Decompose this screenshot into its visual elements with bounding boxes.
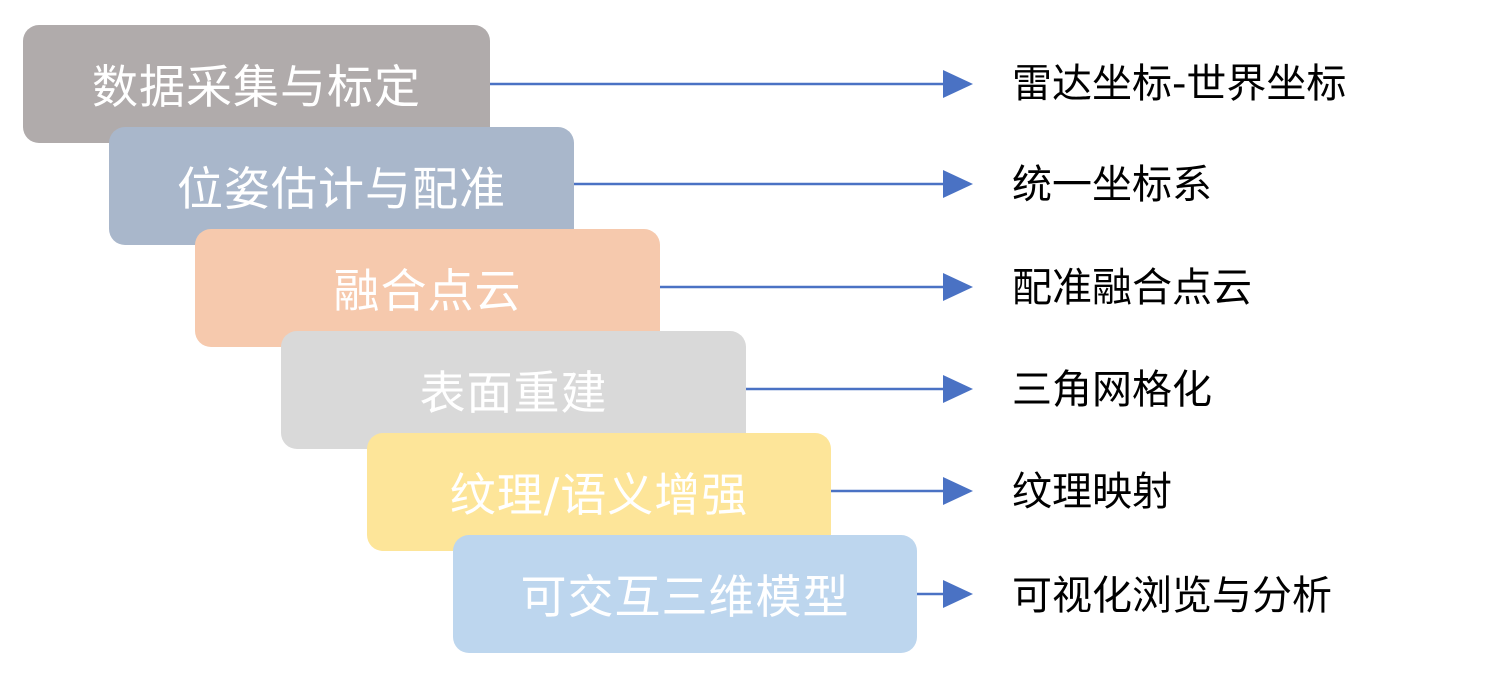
arrowhead	[943, 273, 973, 301]
output-label-unified-frame: 统一坐标系	[1012, 162, 1212, 208]
step-label: 可交互三维模型	[520, 570, 850, 624]
step-box-pose-registration: 位姿估计与配准	[109, 127, 574, 245]
step-box-interactive-model: 可交互三维模型	[453, 535, 917, 653]
step-box-data-collection: 数据采集与标定	[23, 25, 490, 143]
step-label: 位姿估计与配准	[177, 162, 506, 216]
step-label: 融合点云	[333, 264, 522, 318]
arrowhead	[943, 70, 973, 98]
output-label-coordinates: 雷达坐标-世界坐标	[1012, 61, 1347, 107]
arrowhead	[943, 477, 973, 505]
arrowhead	[943, 170, 973, 198]
step-box-texture-semantic: 纹理/语义增强	[367, 433, 831, 551]
output-label-visualization: 可视化浏览与分析	[1012, 573, 1332, 619]
output-label-texture-mapping: 纹理映射	[1012, 469, 1172, 515]
step-box-surface-reconstruction: 表面重建	[281, 331, 746, 449]
arrowhead	[943, 580, 973, 608]
output-label-triangulation: 三角网格化	[1012, 367, 1212, 413]
step-label: 表面重建	[419, 366, 608, 420]
step-box-point-cloud-fusion: 融合点云	[195, 229, 660, 347]
step-label: 纹理/语义增强	[449, 468, 749, 522]
arrowhead	[943, 375, 973, 403]
output-label-registered-cloud: 配准融合点云	[1012, 265, 1252, 311]
step-label: 数据采集与标定	[92, 60, 421, 114]
